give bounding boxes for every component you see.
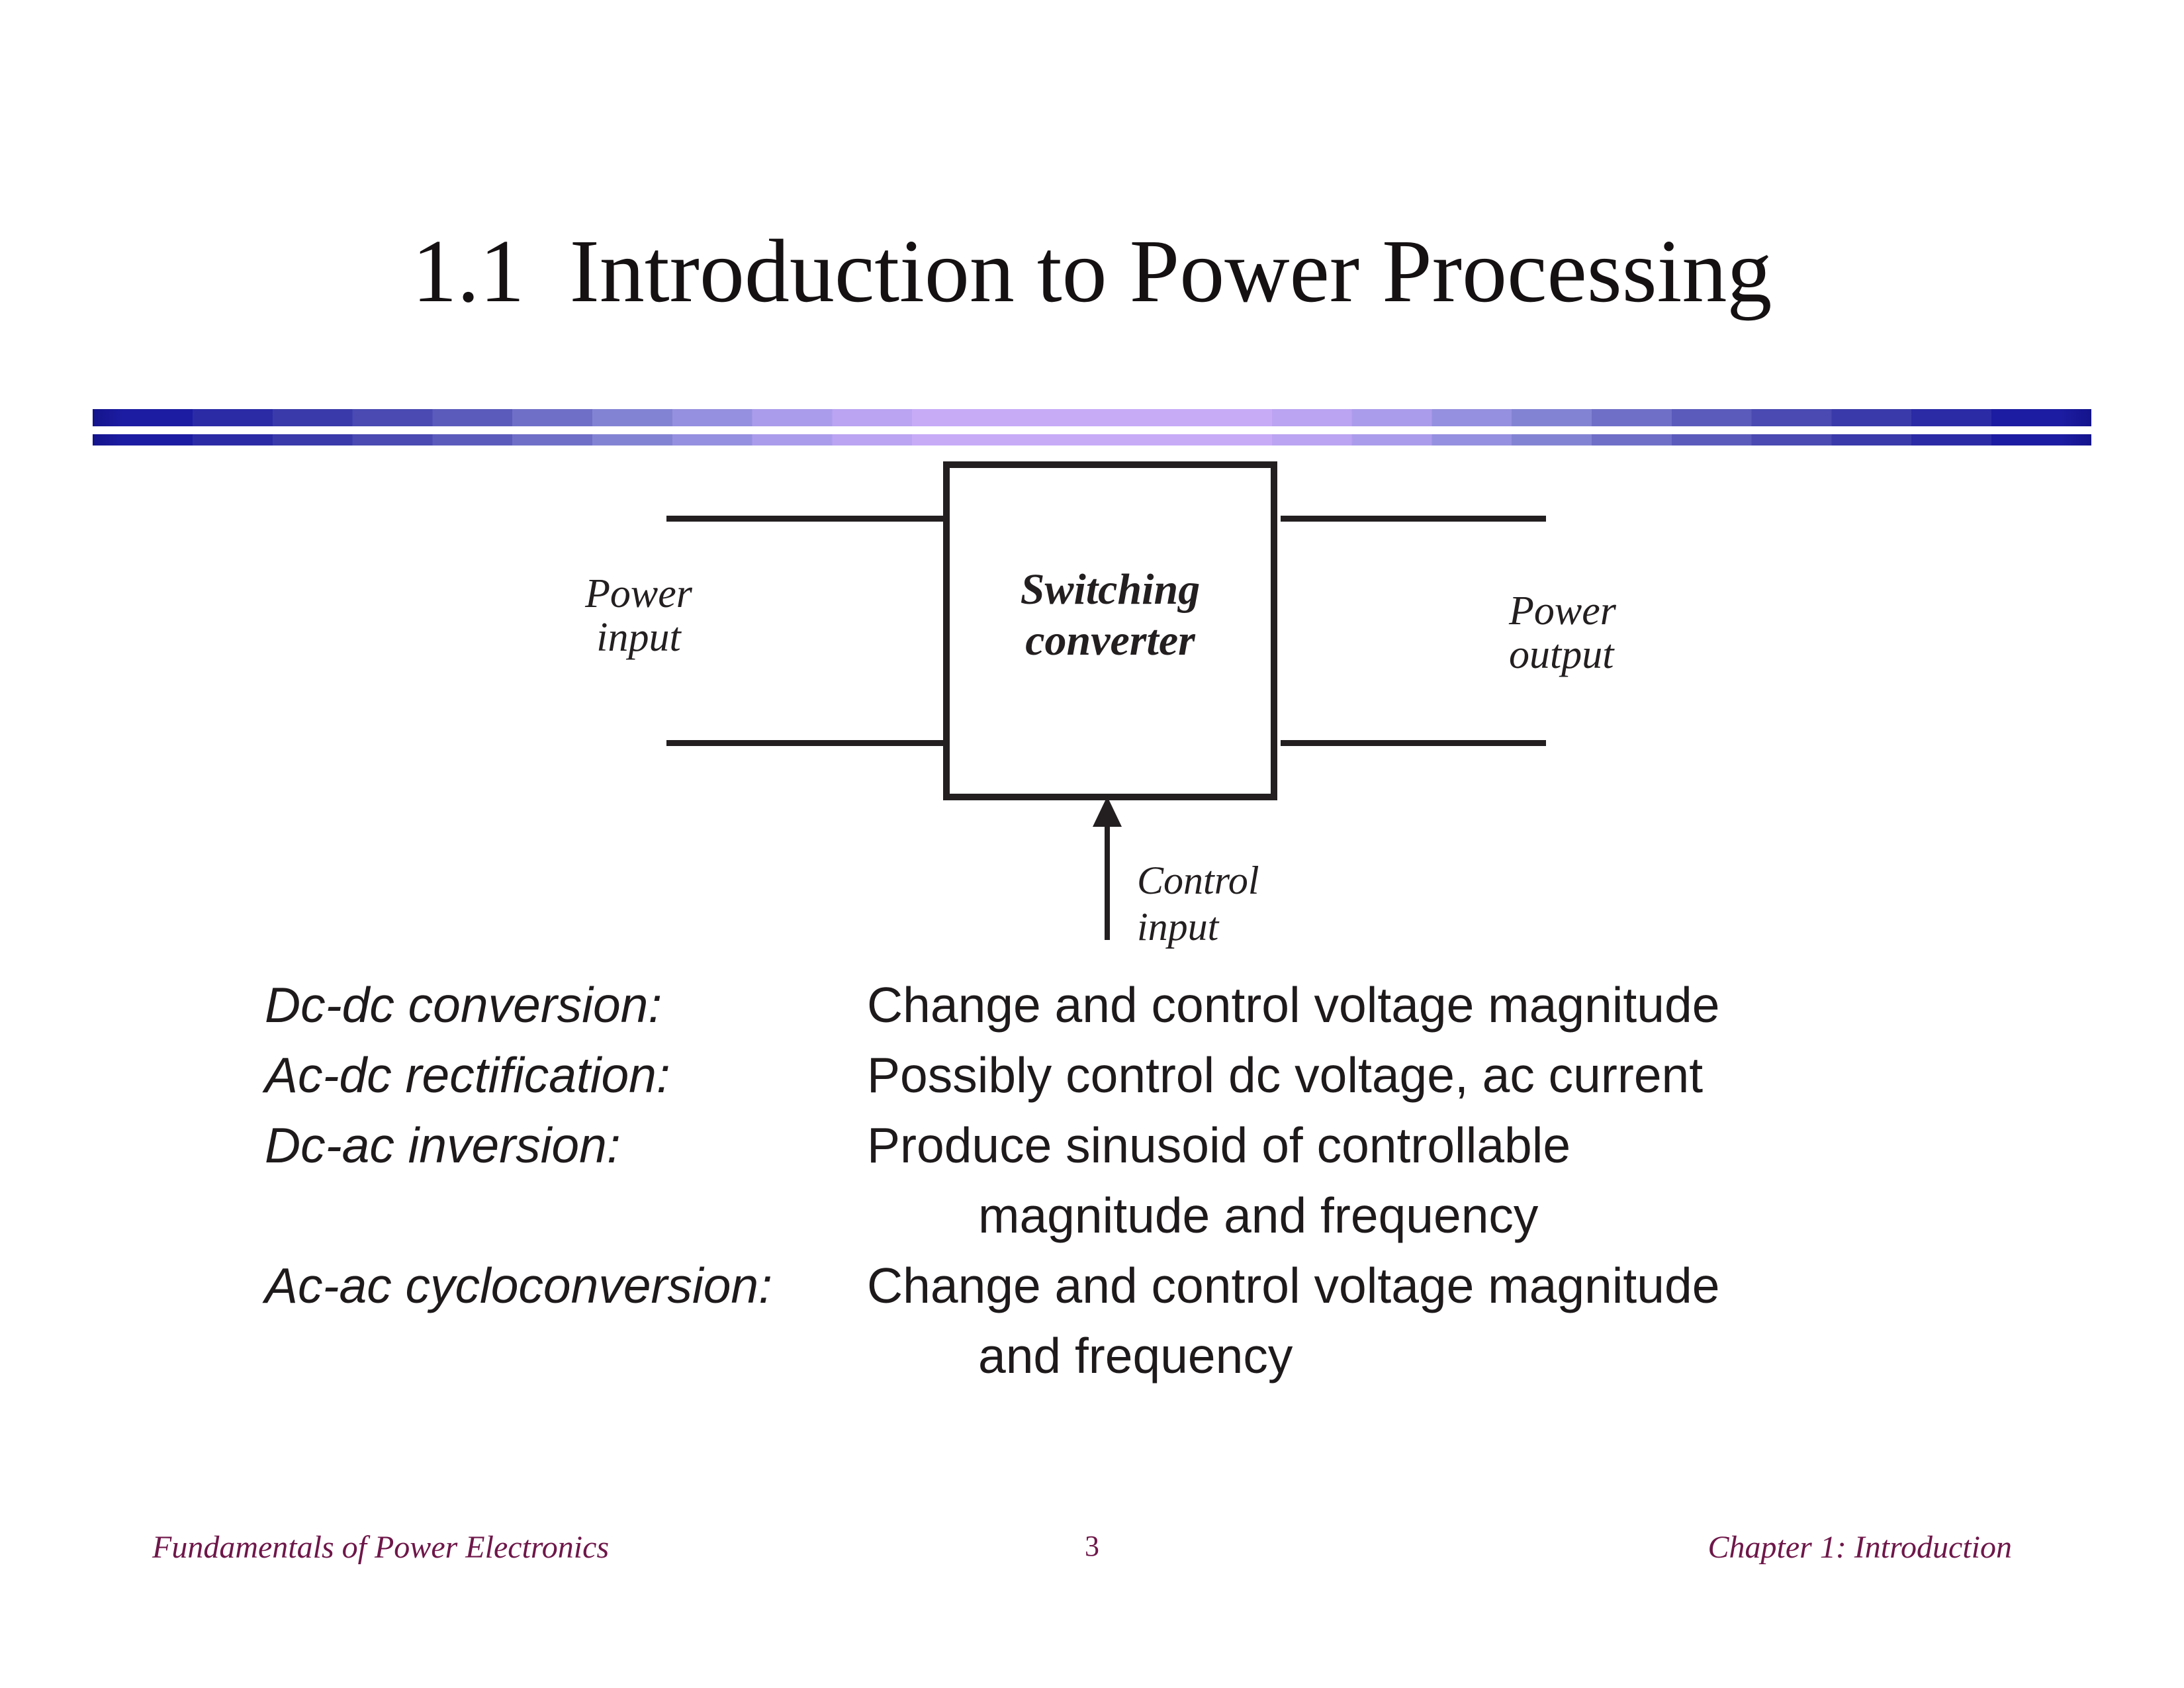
power-output-label-line2: output	[1509, 632, 1614, 677]
definition-row-acac: Ac-ac cycloconversion: Change and contro…	[0, 1258, 2184, 1315]
definition-term: Ac-dc rectification:	[265, 1047, 670, 1103]
wire-input-bottom	[666, 740, 943, 746]
switching-converter-box	[943, 461, 1277, 800]
footer-chapter-title: Chapter 1: Introduction	[1707, 1530, 2012, 1565]
control-input-label-line2: input	[1137, 905, 1219, 949]
footer-page-number: 3	[1085, 1530, 1099, 1562]
definition-row-dcac: Dc-ac inversion: Produce sinusoid of con…	[0, 1118, 2184, 1174]
footer-book-title: Fundamentals of Power Electronics	[152, 1530, 610, 1565]
power-input-label: Power input	[556, 572, 721, 659]
definition-desc-continuation: and frequency	[978, 1328, 1293, 1383]
definition-desc: Produce sinusoid of controllable	[867, 1117, 1571, 1173]
definition-desc: Change and control voltage magnitude	[867, 977, 1720, 1033]
definition-term: Dc-ac inversion:	[265, 1117, 621, 1173]
power-output-label: Power output	[1509, 589, 1721, 677]
switching-converter-label-line1: Switching	[1020, 565, 1201, 614]
definition-row-dcdc: Dc-dc conversion: Change and control vol…	[0, 978, 2184, 1034]
definition-term: Dc-dc conversion:	[265, 977, 662, 1033]
power-input-label-line2: input	[596, 615, 681, 660]
divider-bar-secondary	[93, 434, 2091, 445]
definition-row-dcac-cont: magnitude and frequency	[0, 1188, 2184, 1244]
power-input-label-line1: Power	[585, 571, 692, 616]
definition-desc: Possibly control dc voltage, ac current	[867, 1047, 1704, 1103]
power-output-label-line1: Power	[1509, 588, 1616, 633]
divider-bar-primary	[93, 409, 2091, 426]
page-title: 1.1 Introduction to Power Processing	[412, 222, 1772, 321]
wire-output-top	[1281, 516, 1546, 522]
wire-input-top	[666, 516, 943, 522]
switching-converter-label: Switching converter	[950, 564, 1271, 666]
definition-desc-continuation: magnitude and frequency	[978, 1188, 1539, 1243]
switching-converter-label-line2: converter	[1025, 616, 1195, 665]
control-input-label: Control input	[1137, 857, 1349, 950]
definition-term: Ac-ac cycloconversion:	[265, 1258, 772, 1313]
definition-row-acac-cont: and frequency	[0, 1329, 2184, 1385]
control-arrow-up-icon	[1093, 796, 1122, 827]
control-arrow-line	[1105, 824, 1110, 940]
definition-row-acdc: Ac-dc rectification: Possibly control dc…	[0, 1048, 2184, 1104]
definition-desc: Change and control voltage magnitude	[867, 1258, 1720, 1313]
wire-output-bottom	[1281, 740, 1546, 746]
control-input-label-line1: Control	[1137, 859, 1259, 902]
